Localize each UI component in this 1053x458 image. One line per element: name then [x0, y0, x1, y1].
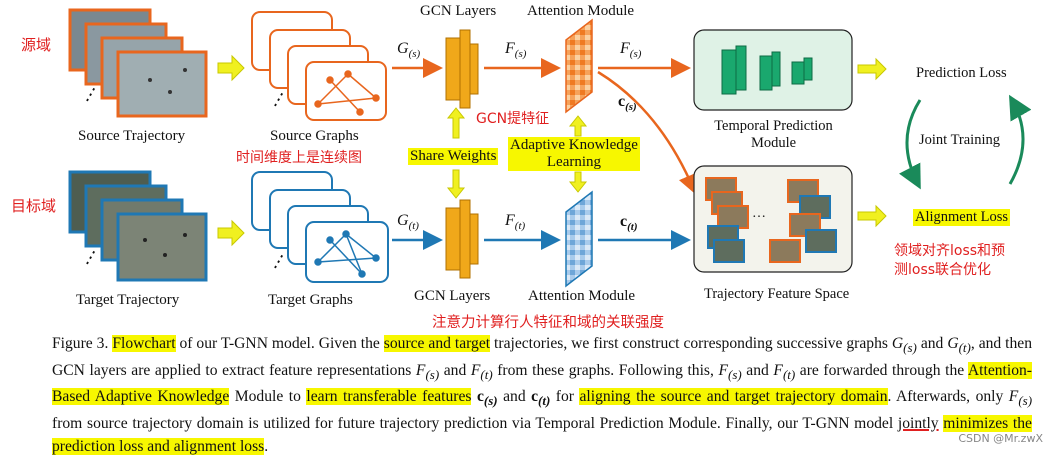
- figure-caption: Figure 3. Flowchart of our T-GNN model. …: [52, 335, 1033, 455]
- source-trajectory-frames: [68, 8, 208, 118]
- loss-note-line1: 领域对齐loss和预: [894, 243, 1006, 259]
- source-graph-edges: [314, 70, 380, 116]
- label-f-s-mid: F(s): [505, 40, 527, 61]
- share-arrow-up: [446, 107, 466, 139]
- gcn-layers-source: [445, 29, 479, 109]
- feature-space-label: Trajectory Feature Space: [704, 286, 850, 302]
- attention-bottom-label: Attention Module: [528, 288, 636, 304]
- share-arrow-down: [446, 169, 466, 199]
- yellow-arrow-align-loss: [857, 204, 887, 228]
- gcn-layers-bottom-label: GCN Layers: [414, 288, 491, 304]
- source-graphs-stack: [251, 11, 387, 121]
- target-graphs-stack: [251, 171, 389, 283]
- target-graph-edges: [314, 230, 380, 278]
- gcn-layers-top-label: GCN Layers: [420, 3, 497, 19]
- label-f-s-out: F(s): [620, 40, 642, 61]
- source-graphs-label: Source Graphs: [270, 128, 359, 144]
- joint-arc-left: [899, 99, 922, 190]
- gcn-layers-target: [445, 199, 479, 279]
- target-trajectory-label: Target Trajectory: [76, 292, 180, 308]
- akl-arrow-down: [568, 171, 588, 193]
- temporal-blocks: [721, 45, 813, 95]
- attention-top-label: Attention Module: [527, 3, 635, 19]
- yellow-arrow-tgt-graph: [217, 219, 245, 247]
- target-trajectory-frames: [68, 170, 208, 282]
- joint-training-label: Joint Training: [919, 132, 1000, 148]
- watermark: CSDN @Mr.zwX: [958, 432, 1043, 445]
- flowchart-figure: ⋮ ⋮ ⋮ ⋮: [68, 8, 1032, 288]
- attention-module-source: [565, 18, 593, 114]
- gcn-feature-note: GCN提特征: [476, 111, 550, 127]
- prediction-loss-label: Prediction Loss: [916, 65, 1007, 81]
- hl-flowchart: Flowchart: [112, 335, 176, 352]
- hl-transferable: learn transferable features: [306, 388, 472, 406]
- adaptive-knowledge-line2: Learning: [546, 154, 602, 170]
- adaptive-knowledge-line1: Adaptive Knowledge: [510, 137, 638, 153]
- label-g-t: G(t): [397, 212, 419, 233]
- target-graphs-label: Target Graphs: [268, 292, 353, 308]
- label-f-t-mid: F(t): [505, 212, 526, 233]
- attention-module-target: [565, 190, 593, 288]
- akl-arrow-up: [568, 115, 588, 137]
- ellipsis-target: ⋮: [78, 244, 104, 271]
- temporal-prediction-line2: Module: [750, 135, 797, 151]
- loss-note-line2: 测loss联合优化: [894, 262, 992, 278]
- source-domain-label: 源域: [21, 36, 52, 54]
- temporal-prediction-line1: Temporal Prediction: [714, 118, 833, 134]
- target-domain-label: 目标域: [11, 197, 57, 215]
- source-trajectory-label: Source Trajectory: [78, 128, 186, 144]
- feature-space-images: [705, 177, 837, 263]
- label-c-s: c(s): [618, 93, 637, 114]
- continuous-graph-note: 时间维度上是连续图: [236, 150, 362, 166]
- yellow-arrow-pred-loss: [857, 57, 887, 81]
- adaptive-knowledge-label: Adaptive Knowledge Learning: [508, 137, 640, 171]
- feature-space-ellipsis: …: [752, 206, 766, 221]
- loss-note: 领域对齐loss和预 测loss联合优化: [894, 242, 1005, 280]
- joint-arc-right: [1008, 94, 1032, 185]
- share-weights-label: Share Weights: [408, 148, 499, 165]
- alignment-loss-label: Alignment Loss: [913, 209, 1011, 226]
- attention-note: 注意力计算行人特征和域的关联强度: [432, 315, 664, 331]
- hl-aligning: aligning the source and target trajector…: [579, 388, 888, 406]
- temporal-prediction-label: Temporal Prediction Module: [701, 118, 846, 152]
- hl-source-target: source and target: [383, 335, 491, 352]
- yellow-arrow-src-graph: [217, 54, 245, 82]
- arrow-out-c-s: [597, 70, 698, 195]
- label-c-t: c(t): [620, 213, 638, 234]
- label-g-s: G(s): [397, 40, 421, 61]
- underline-jointly: jointly: [897, 415, 939, 433]
